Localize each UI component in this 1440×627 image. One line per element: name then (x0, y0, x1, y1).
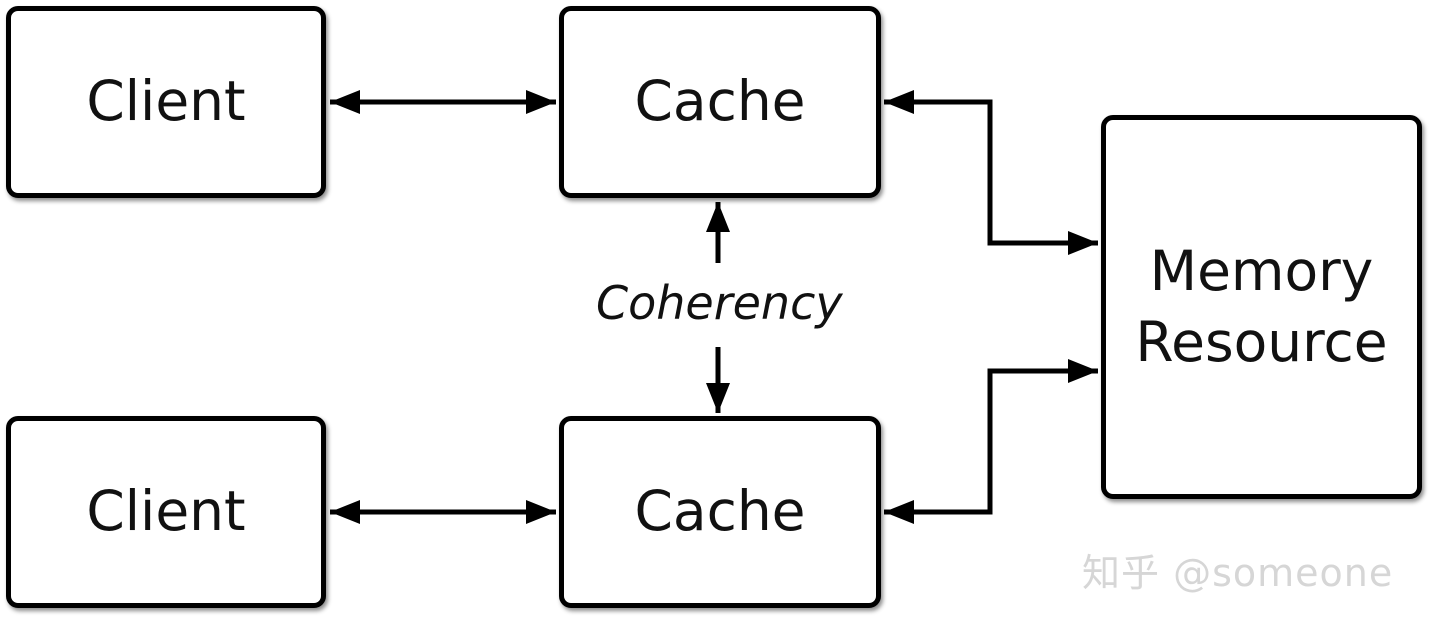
cache-label-top: Cache (634, 69, 806, 134)
memory-resource-label: Memory Resource (1135, 236, 1387, 379)
client-box-bottom: Client (6, 416, 326, 608)
arrow-cache-bottom-memory (884, 359, 1098, 524)
memory-label-line2: Resource (1135, 310, 1388, 374)
memory-resource-box: Memory Resource (1101, 115, 1422, 499)
arrow-cache-top-memory (884, 90, 1098, 255)
cache-box-top: Cache (559, 6, 881, 198)
client-label-bottom: Client (86, 479, 246, 544)
cache-label-bottom: Cache (634, 479, 806, 544)
memory-label-line1: Memory (1149, 238, 1374, 303)
watermark: 知乎 @someone (1082, 551, 1394, 595)
coherency-label: Coherency (596, 276, 843, 330)
cache-box-bottom: Cache (559, 416, 881, 608)
client-label-top: Client (86, 69, 246, 134)
client-box-top: Client (6, 6, 326, 198)
